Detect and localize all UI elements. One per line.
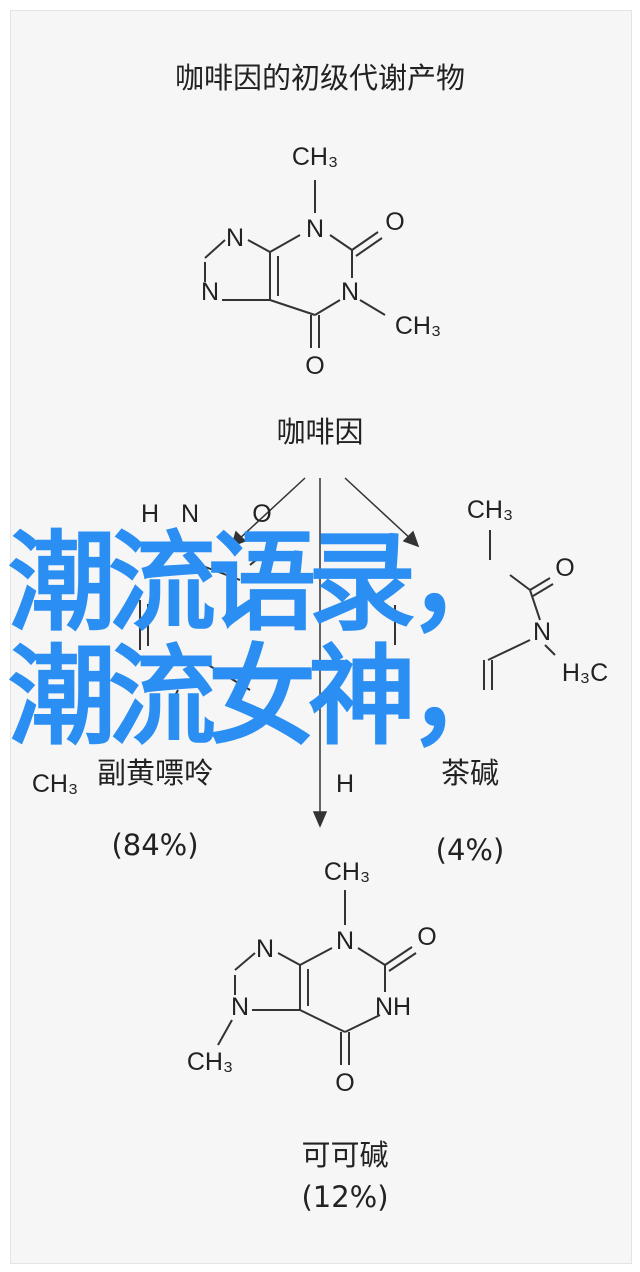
atom-label: N — [256, 935, 274, 963]
atom-label: N — [201, 278, 219, 306]
diagram-title: 咖啡因的初级代谢产物 — [175, 61, 465, 95]
caffeine-structure — [204, 180, 386, 348]
atom-label: O — [335, 1069, 354, 1097]
atom-label: N — [306, 215, 324, 243]
atom-label: N — [226, 224, 244, 252]
theobromine-structure — [217, 890, 417, 1065]
paraxanthine-label: 副黄嘌呤 — [97, 756, 213, 790]
theobromine-percent: (12%) — [301, 1180, 388, 1214]
paraxanthine-percent: (84%) — [111, 828, 198, 862]
theophylline-percent: (4%) — [436, 833, 505, 867]
atom-label: CH₃ — [467, 496, 513, 524]
atom-label: O — [252, 500, 271, 528]
atom-label: N — [231, 993, 249, 1021]
atom-label: CH₃ — [187, 1048, 233, 1076]
atom-label: O — [555, 554, 574, 582]
paraxanthine-structure — [139, 554, 263, 707]
caffeine-label: 咖啡因 — [276, 415, 363, 449]
theophylline-label: 茶碱 — [441, 756, 499, 790]
atom-label: O — [417, 923, 436, 951]
arrows — [230, 477, 420, 828]
atom-label: NH — [375, 993, 411, 1021]
overlay-text-line2: 潮流女神， — [8, 635, 516, 760]
theobromine-label: 可可碱 — [301, 1138, 388, 1172]
diagram-frame — [10, 10, 632, 1264]
atom-label: H₃C — [562, 659, 608, 687]
overlay-text-line1: 潮流语录， — [8, 521, 516, 646]
atom-label: O — [385, 208, 404, 236]
atom-label: N — [341, 278, 359, 306]
atom-label: O — [305, 352, 324, 380]
atom-label: N — [336, 927, 354, 955]
atom-label: CH₃ — [324, 858, 370, 886]
atom-label: N — [533, 618, 551, 646]
atom-label: CH₃ — [32, 770, 78, 798]
theophylline-structure — [394, 530, 556, 690]
atom-label: CH₃ — [292, 143, 338, 171]
atom-label: H — [336, 770, 354, 798]
atom-label: N — [181, 500, 199, 528]
atom-label: H — [141, 500, 159, 528]
atom-label: CH₃ — [395, 312, 441, 340]
